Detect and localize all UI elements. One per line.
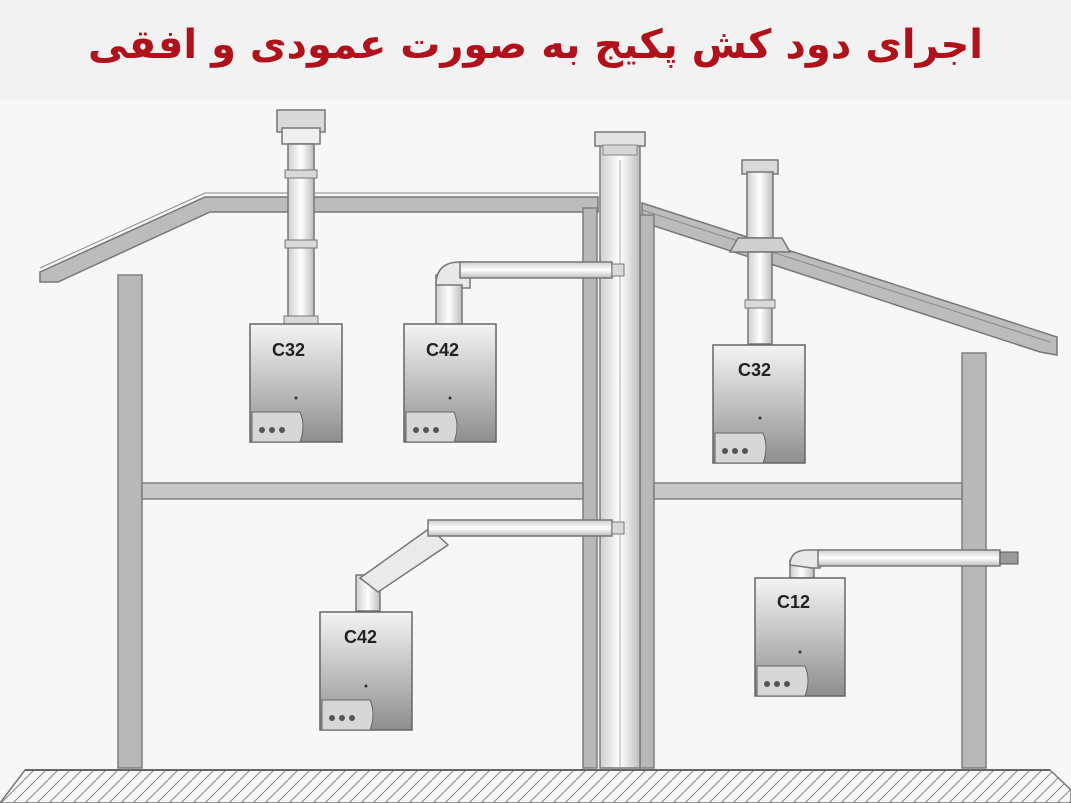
upper-left-vertical-flue <box>276 109 326 327</box>
boiler-label: C32 <box>272 340 305 360</box>
lower-right-flue <box>789 549 1019 579</box>
upper-mid-flue <box>435 261 625 326</box>
boiler-upper-left[interactable]: C32 <box>249 323 343 443</box>
upper-right-vertical-flue <box>728 159 792 345</box>
boilers: C32 C42 C32 C42 <box>249 323 846 731</box>
boiler-label: C12 <box>777 592 810 612</box>
flue-installation-diagram: C32 C42 C32 C42 <box>0 100 1071 803</box>
page-title: اجرای دود کش پکیج به صورت عمودی و افقی <box>87 22 984 68</box>
boiler-lower-left[interactable]: C42 <box>319 611 413 731</box>
boiler-label: C42 <box>344 627 377 647</box>
boiler-label: C32 <box>738 360 771 380</box>
boiler-lower-right[interactable]: C12 <box>754 577 846 697</box>
boiler-label: C42 <box>426 340 459 360</box>
left-roof <box>39 192 599 283</box>
ground <box>0 769 1071 803</box>
boiler-upper-mid[interactable]: C42 <box>403 323 497 443</box>
central-chimney <box>594 131 646 769</box>
floor-slabs <box>141 482 963 500</box>
title-bar: اجرای دود کش پکیج به صورت عمودی و افقی <box>0 0 1071 100</box>
lower-left-flue <box>355 519 625 612</box>
boiler-upper-right[interactable]: C32 <box>712 344 806 464</box>
